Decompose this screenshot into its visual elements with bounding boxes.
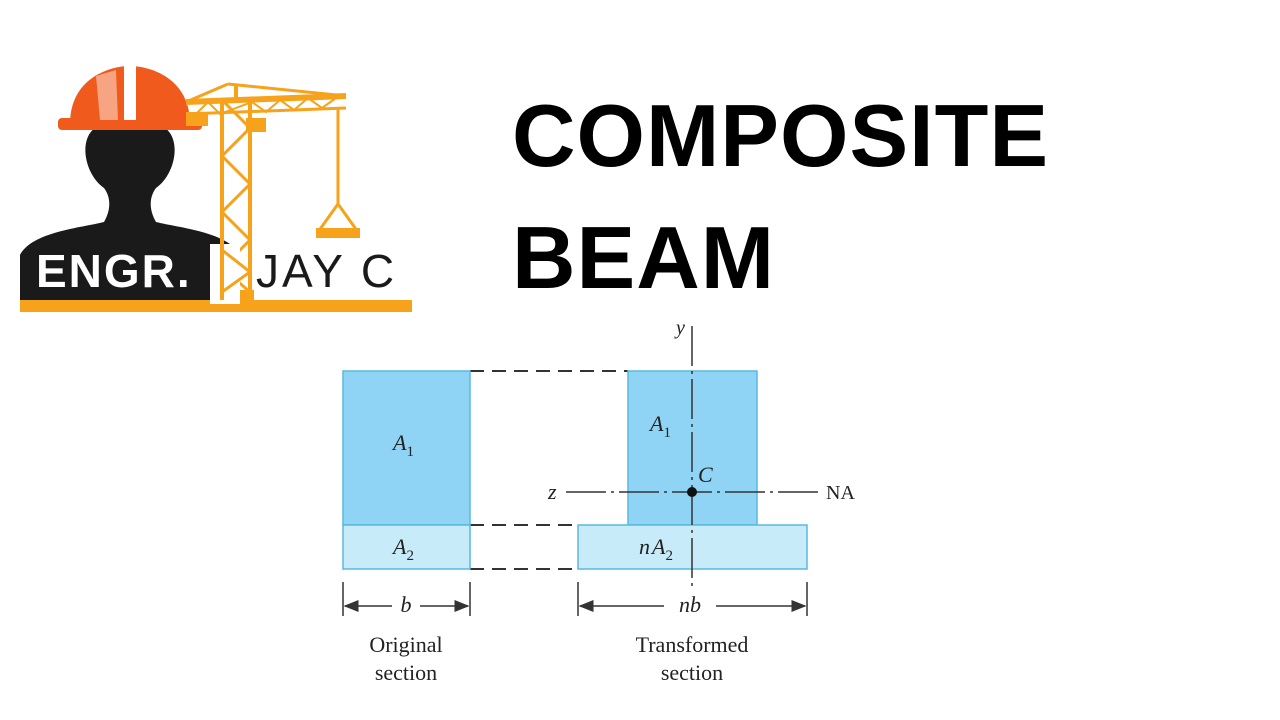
dimension-b [342, 582, 471, 616]
worker-silhouette-icon [20, 128, 240, 310]
dimension-nb [577, 582, 808, 616]
label-original-a1: A1 [391, 430, 414, 460]
label-neutral-axis: NA [826, 482, 855, 504]
logo-base-bar [20, 300, 412, 312]
label-transformed-a1: A1 [648, 411, 671, 441]
label-z-axis: z [547, 479, 557, 504]
label-y-axis: y [674, 317, 685, 339]
original-area-a1 [342, 370, 471, 526]
caption-original-line1: Original [369, 632, 442, 657]
caption-transformed-line2: section [661, 660, 723, 685]
label-original-a2: A2 [391, 534, 414, 564]
original-area-a2 [342, 524, 471, 570]
label-centroid-c: C [698, 462, 713, 487]
caption-transformed-line1: Transformed [636, 632, 749, 657]
logo-text-engr: ENGR. [36, 245, 192, 297]
label-width-b: b [401, 592, 412, 617]
engr-jay-c-logo: ENGR. JAY C [20, 66, 412, 312]
projection-dashed-lines [470, 370, 628, 570]
label-transformed-na2: nA2 [639, 534, 673, 564]
centroid-point [687, 487, 697, 497]
caption-original-line2: section [375, 660, 437, 685]
logo-text-jay-c: JAY C [256, 245, 397, 297]
page-title-line-1: COMPOSITE [512, 86, 1050, 185]
page-title-line-2: BEAM [512, 208, 776, 307]
hard-hat-icon [58, 66, 202, 130]
label-width-nb: nb [679, 592, 701, 617]
